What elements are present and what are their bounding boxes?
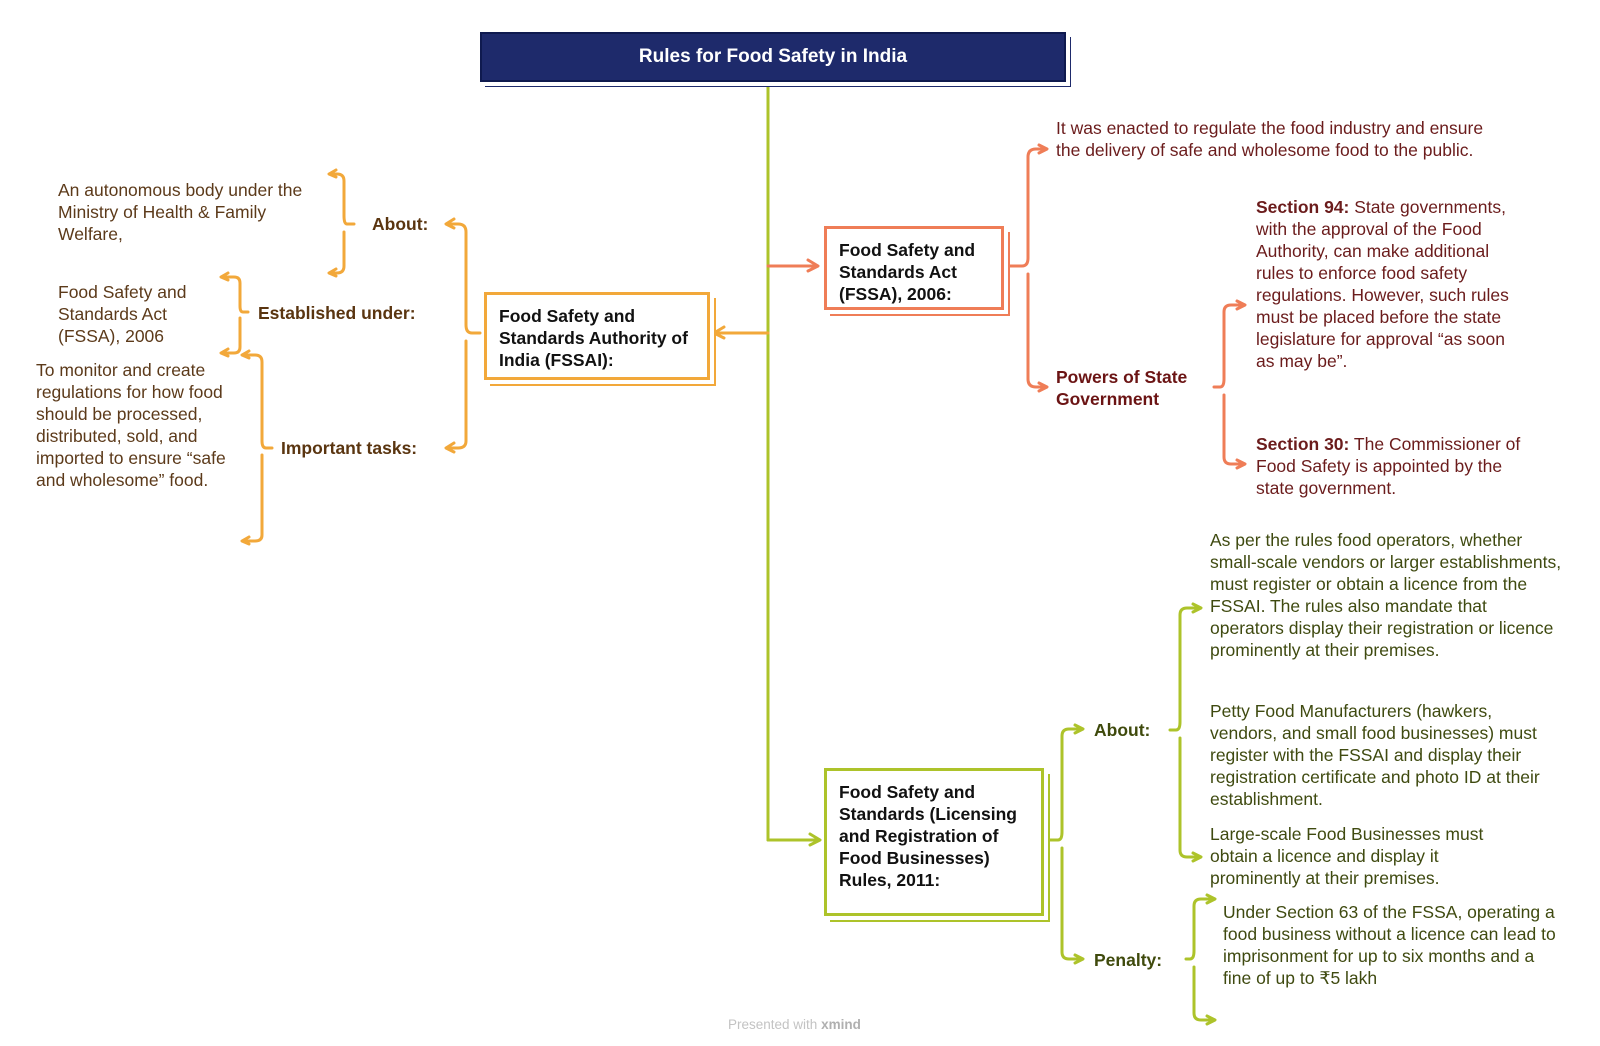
topic-rules-2011[interactable]: Food Safety and Standards (Licensing and… bbox=[824, 768, 1044, 916]
rules-penalty-text[interactable]: Under Section 63 of the FSSA, operating … bbox=[1223, 902, 1556, 988]
rules-about-item-1[interactable]: As per the rules food operators, whether… bbox=[1210, 530, 1562, 660]
footer-credit: Presented with xmind bbox=[728, 1017, 861, 1032]
section-94-body: State governments, with the approval of … bbox=[1256, 197, 1509, 371]
section-94-heading: Section 94: bbox=[1256, 197, 1350, 217]
powers-bracket bbox=[1212, 303, 1246, 466]
fssai-tasks-text[interactable]: To monitor and create regulations for ho… bbox=[36, 360, 226, 490]
fssa-connector-arrow bbox=[806, 258, 820, 273]
fssai-tasks-label[interactable]: Important tasks: bbox=[281, 438, 418, 458]
section-94-text[interactable]: Section 94: State governments, with the … bbox=[1256, 196, 1524, 372]
rules-about-bracket bbox=[1168, 606, 1202, 859]
rules-penalty-label[interactable]: Penalty: bbox=[1094, 950, 1163, 970]
fssai-established-label[interactable]: Established under: bbox=[258, 303, 416, 323]
established-bracket bbox=[220, 275, 250, 355]
topic-fssai[interactable]: Food Safety and Standards Authority of I… bbox=[484, 292, 710, 380]
rules-about-label[interactable]: About: bbox=[1094, 720, 1151, 740]
rules-bracket bbox=[1046, 727, 1084, 961]
fssai-connector-arrow bbox=[712, 325, 726, 340]
fssai-established-text[interactable]: Food Safety and Standards Act (FSSA), 20… bbox=[58, 282, 187, 346]
section-30-heading: Section 30: bbox=[1256, 434, 1350, 454]
topic-fssa[interactable]: Food Safety and Standards Act (FSSA), 20… bbox=[824, 226, 1004, 310]
fssai-bracket bbox=[446, 222, 482, 450]
section-30-text[interactable]: Section 30: The Commissioner of Food Saf… bbox=[1256, 433, 1536, 499]
footer-brand: xmind bbox=[821, 1017, 861, 1032]
root-topic-title[interactable]: Rules for Food Safety in India bbox=[480, 32, 1066, 82]
rules-connector-arrow bbox=[808, 832, 822, 847]
fssai-about-label[interactable]: About: bbox=[372, 214, 429, 234]
rules-about-item-3[interactable]: Large-scale Food Businesses must obtain … bbox=[1210, 824, 1484, 888]
tasks-bracket bbox=[241, 353, 274, 543]
about-bracket bbox=[328, 172, 356, 275]
penalty-bracket bbox=[1184, 897, 1216, 1022]
footer-prefix: Presented with bbox=[728, 1017, 818, 1032]
fssa-enacted-text[interactable]: It was enacted to regulate the food indu… bbox=[1056, 118, 1484, 160]
rules-about-item-2[interactable]: Petty Food Manufacturers (hawkers, vendo… bbox=[1210, 701, 1540, 809]
fssa-powers-label[interactable]: Powers of State Government bbox=[1056, 367, 1188, 409]
section-30-body: The Commissioner of Food Safety is appoi… bbox=[1256, 434, 1521, 498]
fssa-bracket bbox=[1006, 147, 1048, 389]
fssai-about-text[interactable]: An autonomous body under the Ministry of… bbox=[58, 180, 303, 244]
